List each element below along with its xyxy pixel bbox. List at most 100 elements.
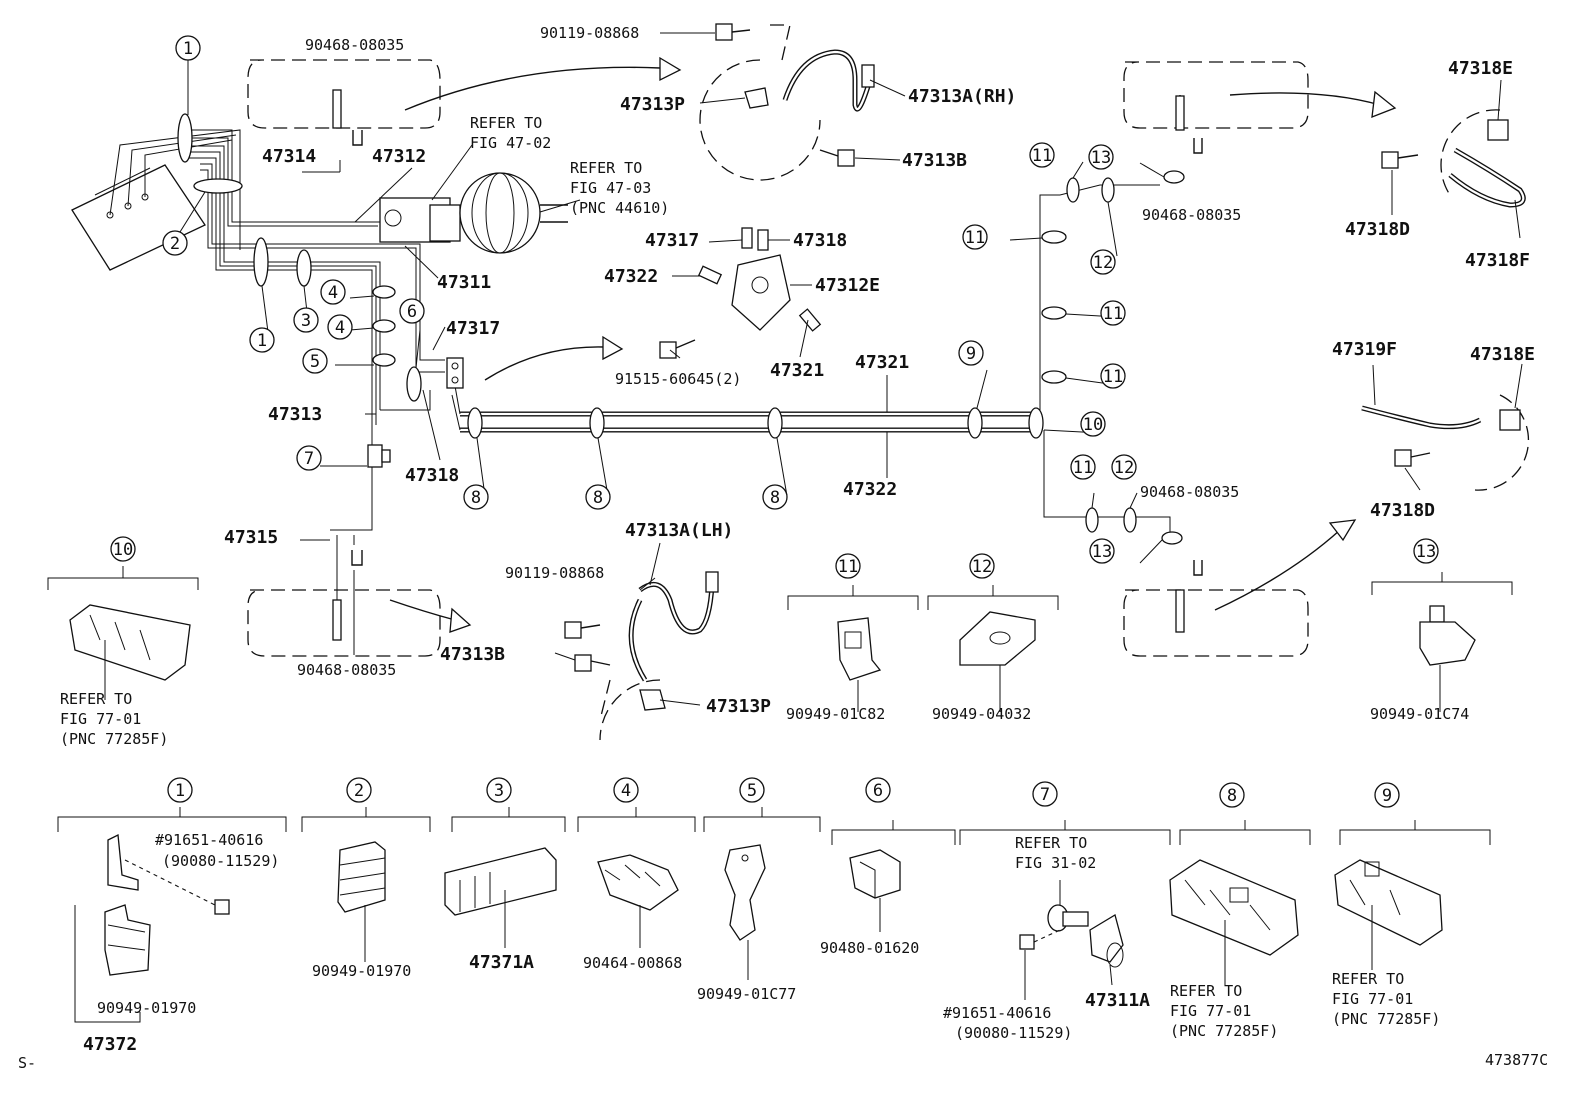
callout-circle <box>1100 300 1126 326</box>
diagram-id: 473877C <box>1485 1051 1548 1069</box>
part-label: 90949-01970 <box>97 999 196 1017</box>
ref-line: REFER TO <box>60 690 132 708</box>
callout-circle <box>162 230 188 256</box>
callout-circle <box>175 35 201 61</box>
ref-line: REFER TO <box>470 114 542 132</box>
part-label: 90468-08035 <box>1140 483 1239 501</box>
ref-line: (PNC 44610) <box>570 199 669 217</box>
callout-circle <box>1090 249 1116 275</box>
part-label: (90080-11529) <box>162 852 279 870</box>
ref-line: REFER TO <box>570 159 642 177</box>
part-label: 90464-00868 <box>583 954 682 972</box>
callout-number: 9 <box>966 344 976 364</box>
callout-circle <box>969 553 995 579</box>
three-way-union <box>446 357 464 389</box>
part-label: 47315 <box>224 527 278 548</box>
callout-circle <box>320 279 346 305</box>
callout-circle <box>1413 538 1439 564</box>
part-label: 47314 <box>262 146 316 167</box>
part-label: 90480-01620 <box>820 939 919 957</box>
callout-circle <box>1032 781 1058 807</box>
callout-circle <box>167 777 193 803</box>
callout-circle <box>1088 144 1114 170</box>
part-label: 47313P <box>706 696 771 717</box>
part-number-labels: 90468-08035 90119-08868 47313P 47313A(RH… <box>83 24 1535 1055</box>
callout-number: 7 <box>1040 785 1050 805</box>
union-clips <box>332 89 1203 641</box>
callout-circle <box>1029 142 1055 168</box>
callout-number: 9 <box>1382 786 1392 806</box>
part-label: 47313B <box>902 150 967 171</box>
callout-number: 2 <box>170 234 180 254</box>
callout-number: 3 <box>494 781 504 801</box>
callout-circle <box>739 777 765 803</box>
part-label: 47312 <box>372 146 426 167</box>
part-illustrations <box>47 566 1513 1023</box>
ref-line: FIG 47-02 <box>470 134 551 152</box>
part-label: 90949-01C74 <box>1370 705 1469 723</box>
callout-circle <box>110 536 136 562</box>
callout-number: 1 <box>257 331 267 351</box>
part-label: 47317 <box>446 318 500 339</box>
part-label: 90468-08035 <box>305 36 404 54</box>
flexible-hose-lh <box>628 571 719 711</box>
part-label: 47313A(RH) <box>908 86 1016 107</box>
callout-number: 13 <box>1092 542 1112 562</box>
callout-circle <box>249 327 275 353</box>
callout-number: 10 <box>1083 415 1103 435</box>
callout-circle <box>302 348 328 374</box>
part-label: 47312E <box>815 275 880 296</box>
callout-number: 11 <box>1073 458 1093 478</box>
leader-lines <box>179 32 1523 706</box>
part-label: 47321 <box>855 352 909 373</box>
abs-actuator <box>71 129 241 271</box>
part-label: 47317 <box>645 230 699 251</box>
ref-line: REFER TO <box>1170 982 1242 1000</box>
ref-line: FIG 31-02 <box>1015 854 1096 872</box>
callout-circle <box>1219 782 1245 808</box>
ref-line: REFER TO <box>1015 834 1087 852</box>
part-label: #91651-40616 <box>943 1004 1051 1022</box>
part-label: (90080-11529) <box>955 1024 1072 1042</box>
part-label: 90468-08035 <box>297 661 396 679</box>
reference-notes: REFER TO FIG 47-02 REFER TO FIG 47-03 (P… <box>60 114 1440 1040</box>
part-label: 47313A(LH) <box>625 520 733 541</box>
callout-circle <box>865 777 891 803</box>
callout-number: 12 <box>1114 458 1134 478</box>
part-label: 90949-04032 <box>932 705 1031 723</box>
part-label: 47322 <box>843 479 897 500</box>
callout-circle <box>958 340 984 366</box>
callout-number: 4 <box>335 318 345 338</box>
callout-number: 3 <box>301 311 311 331</box>
brake-tubes-left <box>185 129 445 531</box>
ref-line: FIG 77-01 <box>60 710 141 728</box>
part-label: 47318 <box>405 465 459 486</box>
callout-circle <box>1080 411 1106 437</box>
ref-line: (PNC 77285F) <box>60 730 168 748</box>
callout-circle <box>613 777 639 803</box>
callout-number: 13 <box>1416 542 1436 562</box>
callout-number: 1 <box>175 781 185 801</box>
callout-number: 12 <box>1093 253 1113 273</box>
part-label: 47318E <box>1448 58 1513 79</box>
callout-circle <box>1089 538 1115 564</box>
part-label: 47318F <box>1465 250 1530 271</box>
callout-circle <box>962 224 988 250</box>
part-label: 90468-08035 <box>1142 206 1241 224</box>
ref-line: (PNC 77285F) <box>1332 1010 1440 1028</box>
part-label: 47318D <box>1345 219 1410 240</box>
callout-number: 12 <box>972 557 992 577</box>
callout-number: 11 <box>838 557 858 577</box>
callout-number: 7 <box>304 449 314 469</box>
callout-number: 6 <box>407 302 417 322</box>
callout-circle <box>1374 782 1400 808</box>
callout-number: 1 <box>183 39 193 59</box>
callout-circle <box>1100 363 1126 389</box>
callout-circle <box>762 484 788 510</box>
ref-line: FIG 77-01 <box>1332 990 1413 1008</box>
corner-mark: S- <box>18 1054 36 1072</box>
ref-line: (PNC 77285F) <box>1170 1022 1278 1040</box>
callout-circle <box>399 298 425 324</box>
